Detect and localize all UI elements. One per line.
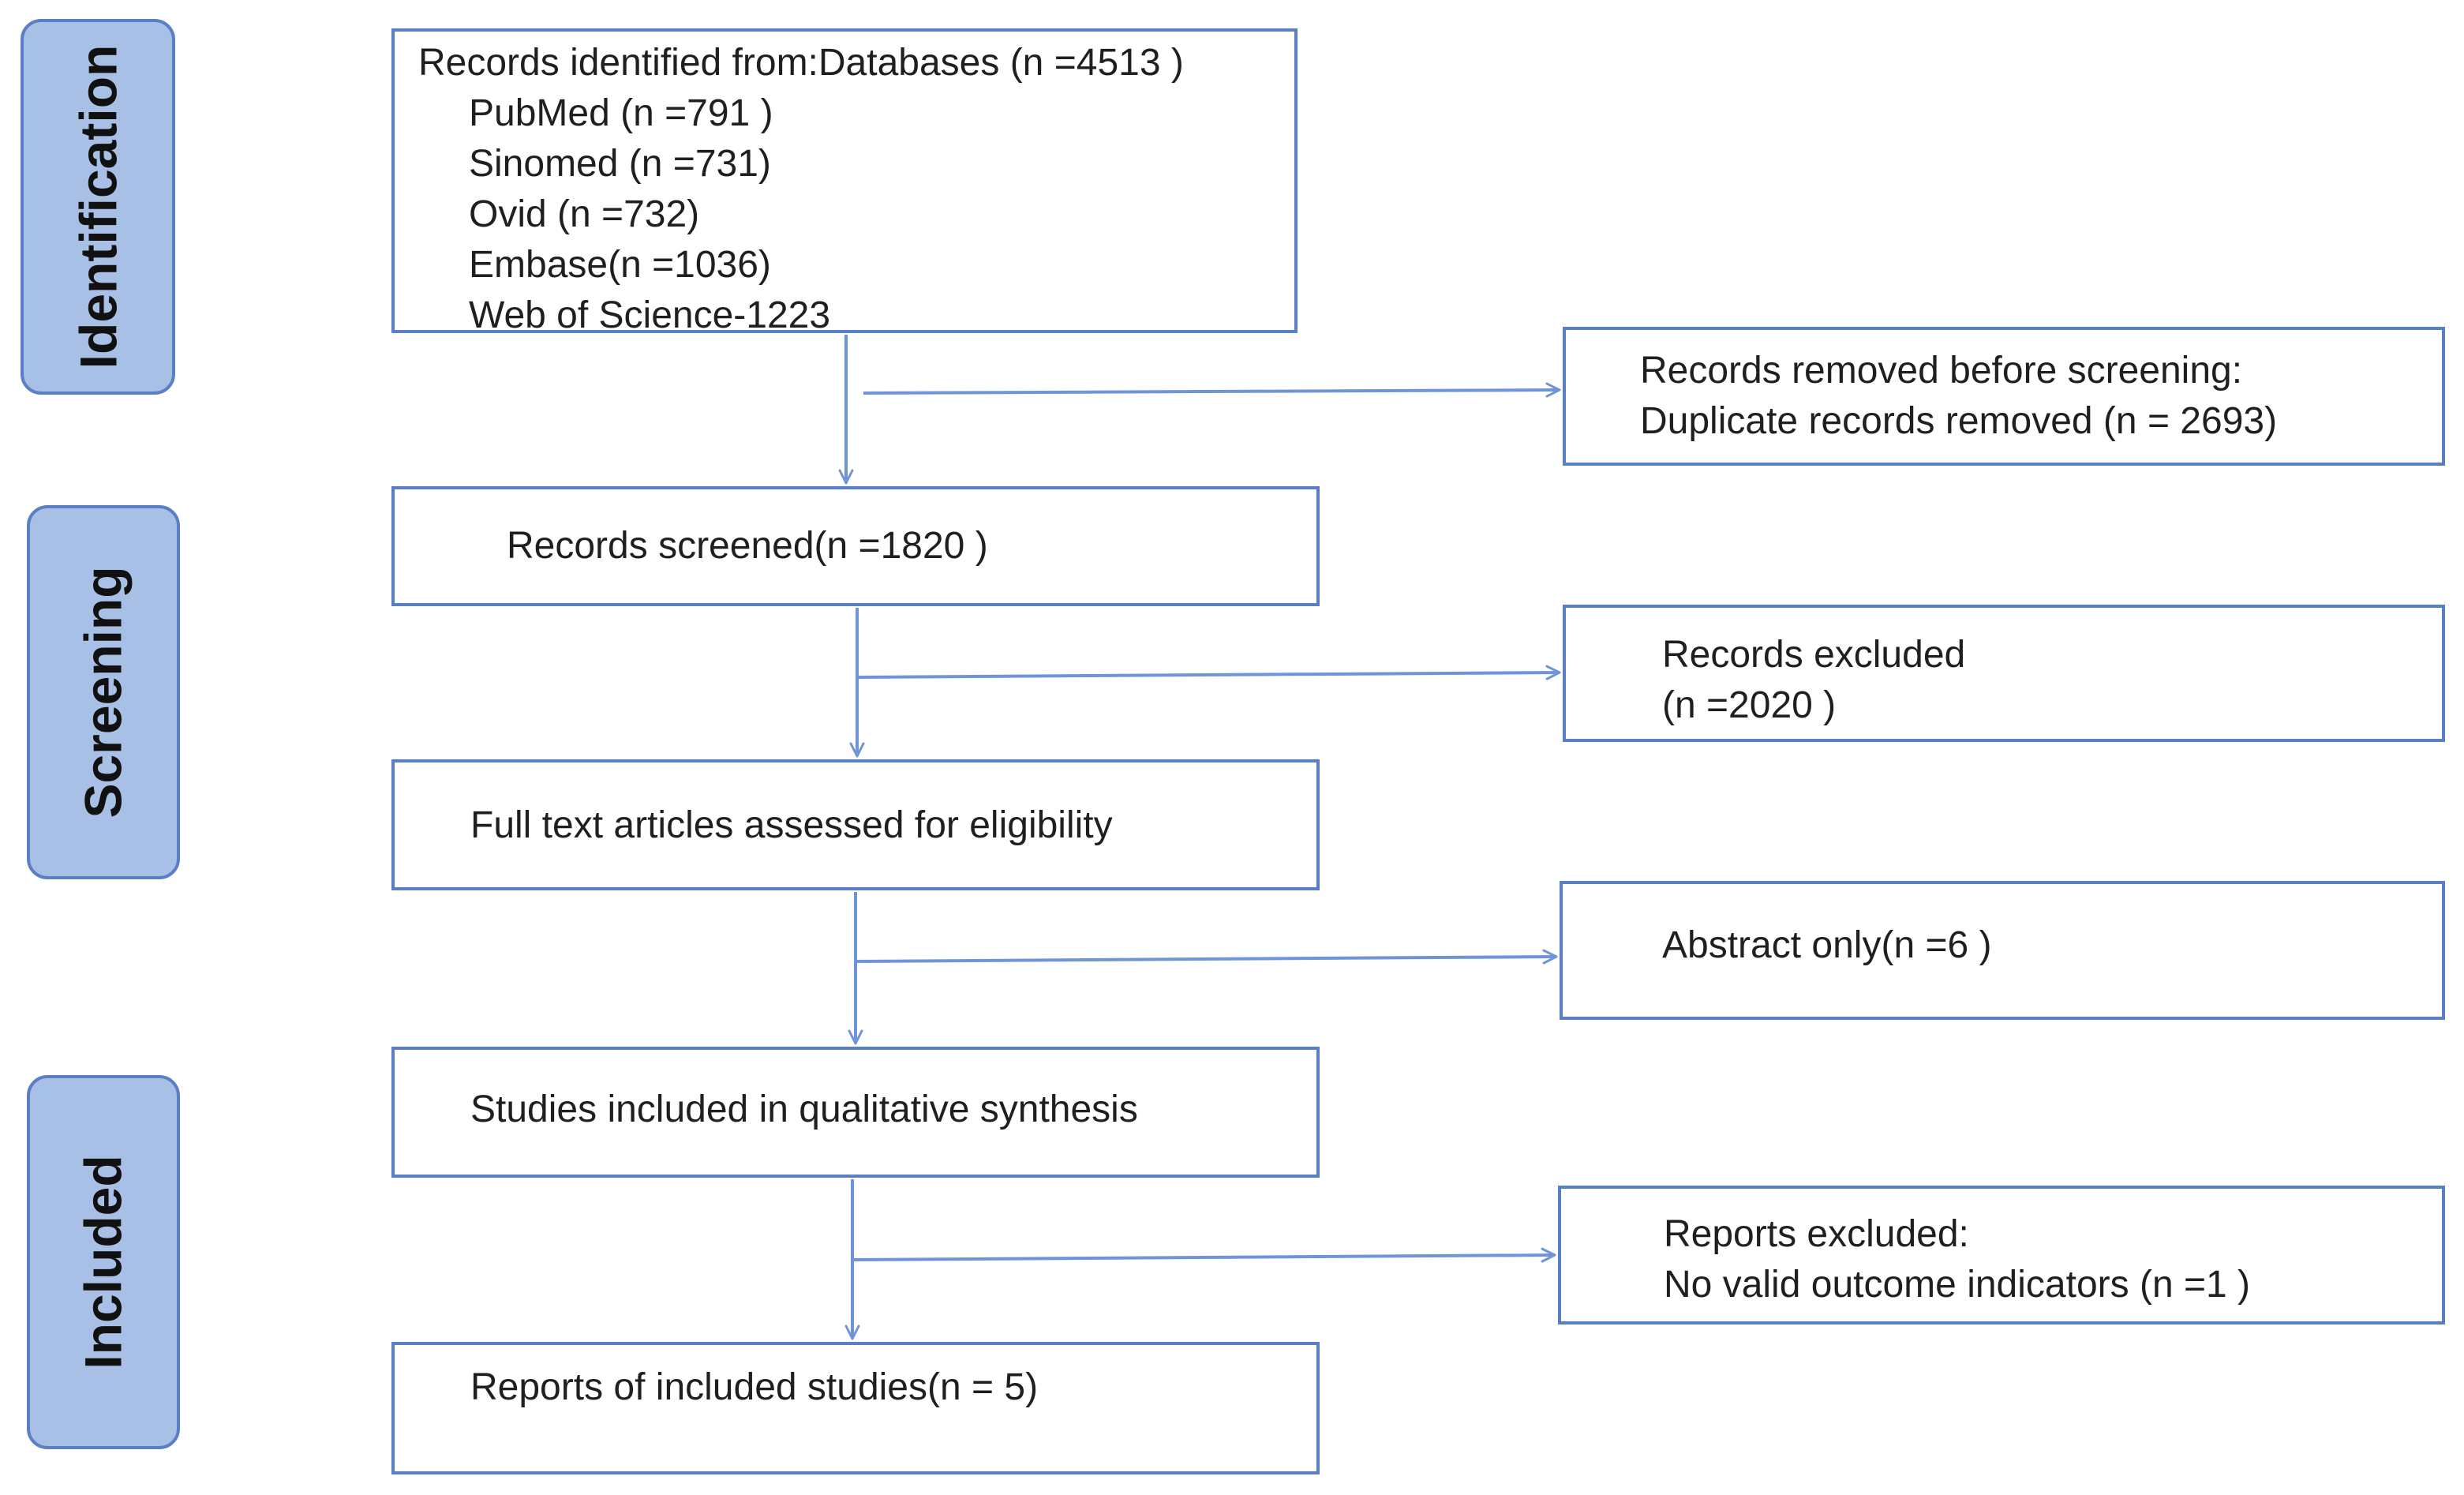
reports-excluded-line1: Reports excluded: xyxy=(1664,1213,1969,1255)
records-removed-line2: Duplicate records removed (n = 2693) xyxy=(1640,400,2278,442)
records-screened-text: Records screened(n =1820 ) xyxy=(507,525,988,567)
records-excluded-box: Records excluded (n =2020 ) xyxy=(1563,605,2445,742)
arrow-to-abstract-only xyxy=(855,949,1558,965)
records-identified-box: Records identified from:Databases (n =45… xyxy=(391,28,1298,336)
reports-excluded-box: Reports excluded: No valid outcome indic… xyxy=(1558,1186,2445,1325)
phase-screening: Screening xyxy=(27,505,180,879)
arrow-to-records-excluded xyxy=(856,665,1561,680)
included-studies-box: Reports of included studies(n = 5) xyxy=(391,1342,1320,1474)
fulltext-assessed-text: Full text articles assessed for eligibil… xyxy=(470,804,1113,846)
records-excluded-line1: Records excluded xyxy=(1662,634,1966,676)
qualitative-synthesis-text: Studies included in qualitative synthesi… xyxy=(470,1088,1138,1130)
source-embase: Embase(n =1036) xyxy=(469,244,771,286)
abstract-only-box: Abstract only(n =6 ) xyxy=(1560,881,2445,1020)
arrow-to-records-removed xyxy=(863,382,1561,398)
phase-identification-label: Identification xyxy=(69,44,128,369)
source-pubmed: PubMed (n =791 ) xyxy=(469,92,773,134)
phase-identification: Identification xyxy=(21,19,175,395)
records-identified-title: Records identified from:Databases (n =45… xyxy=(418,42,1184,84)
reports-excluded-line2: No valid outcome indicators (n =1 ) xyxy=(1664,1264,2251,1306)
source-sinomed: Sinomed (n =731) xyxy=(469,143,771,185)
phase-screening-label: Screening xyxy=(74,566,133,819)
records-removed-line1: Records removed before screening: xyxy=(1640,350,2243,392)
source-ovid: Ovid (n =732) xyxy=(469,193,700,235)
arrow-to-reports-excluded xyxy=(852,1247,1556,1263)
included-studies-text: Reports of included studies(n = 5) xyxy=(470,1366,1039,1408)
fulltext-assessed-box: Full text articles assessed for eligibil… xyxy=(391,759,1320,890)
phase-included-label: Included xyxy=(74,1155,133,1369)
qualitative-synthesis-box: Studies included in qualitative synthesi… xyxy=(391,1047,1320,1178)
records-screened-box: Records screened(n =1820 ) xyxy=(391,486,1320,606)
source-web-of-science: Web of Science-1223 xyxy=(469,294,831,336)
records-removed-box: Records removed before screening: Duplic… xyxy=(1563,327,2445,466)
abstract-only-text: Abstract only(n =6 ) xyxy=(1662,924,1992,966)
phase-included: Included xyxy=(27,1075,180,1449)
records-excluded-line2: (n =2020 ) xyxy=(1662,684,1837,726)
